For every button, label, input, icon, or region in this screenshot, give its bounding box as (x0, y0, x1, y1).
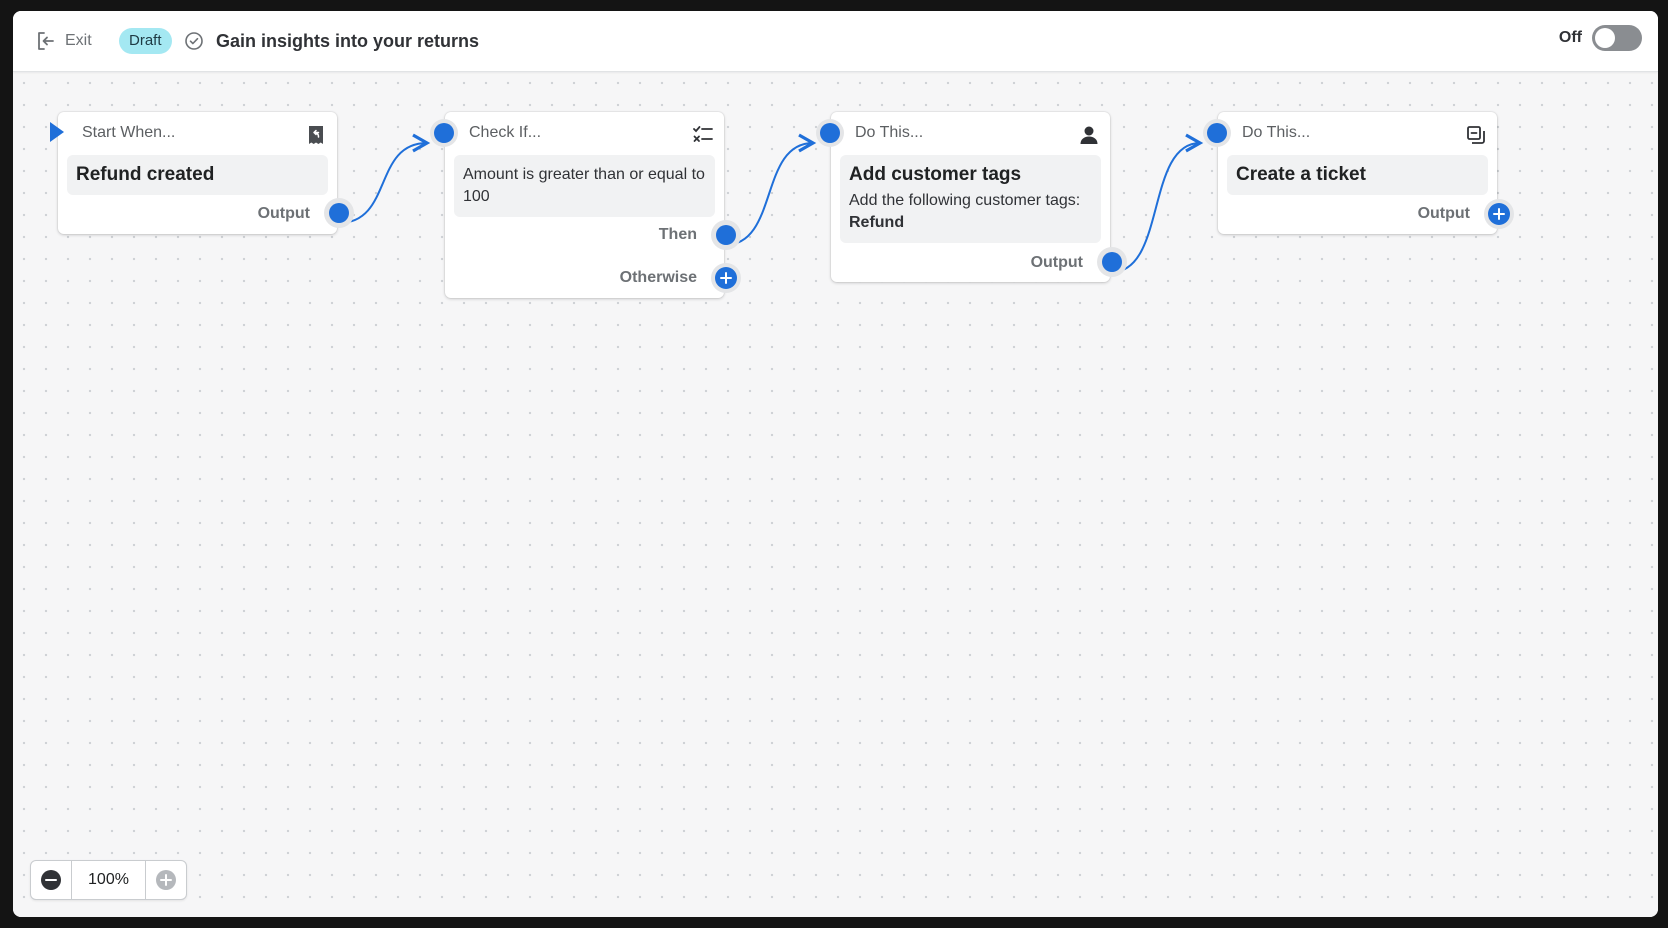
connector-3-4 (1111, 133, 1204, 273)
action-description: Add the following customer tags: (849, 192, 1081, 209)
exit-icon (38, 32, 54, 50)
check-circle-icon (185, 32, 203, 50)
person-icon (1080, 126, 1098, 144)
plus-icon (720, 272, 732, 284)
output-label: Output (1417, 205, 1470, 222)
input-port[interactable] (1207, 123, 1227, 143)
connector-2-3 (724, 133, 817, 246)
node-heading: Do This... (855, 124, 924, 141)
trigger-node[interactable]: Start When... Refund created Output (50, 112, 349, 234)
output-port[interactable] (1102, 252, 1122, 272)
output-label: Output (1030, 254, 1083, 271)
node-heading: Start When... (82, 124, 176, 141)
minus-circle-icon (41, 870, 61, 890)
condition-node[interactable]: Check If... Amount is greater than or eq… (434, 112, 737, 298)
action-node[interactable]: Do This... Add customer tags Add the fol… (820, 112, 1122, 282)
node-body: Create a ticket (1227, 155, 1488, 195)
input-port[interactable] (434, 123, 454, 143)
node-body: Add customer tags Add the following cust… (840, 155, 1101, 243)
exit-label: Exit (65, 32, 92, 49)
connector-1-2 (338, 133, 431, 224)
exit-button[interactable]: Exit (35, 27, 92, 55)
toggle-knob (1595, 28, 1615, 48)
workflow-toggle[interactable] (1592, 25, 1642, 51)
status-badge: Draft (119, 28, 172, 54)
toggle-label: Off (1558, 29, 1582, 46)
input-port[interactable] (820, 123, 840, 143)
output-label: Output (257, 205, 310, 222)
zoom-controls: 100% (30, 860, 187, 900)
node-heading: Check If... (469, 124, 542, 141)
start-marker (50, 122, 64, 142)
node-title: Refund created (76, 164, 215, 185)
node-body: Refund created (67, 155, 328, 195)
workflow-canvas[interactable]: Start When... Refund created Output Chec… (13, 72, 1658, 917)
zoom-in-button[interactable] (146, 861, 186, 899)
node-title: Create a ticket (1236, 164, 1366, 185)
plus-circle-icon (156, 870, 176, 890)
add-step-button[interactable] (1488, 203, 1510, 225)
condition-text: Amount is greater than or equal to 100 (463, 166, 705, 205)
page-title: Gain insights into your returns (216, 31, 480, 51)
refund-receipt-icon (309, 126, 323, 144)
then-port[interactable] (716, 225, 736, 245)
action-node[interactable]: Do This... Create a ticket Output (1207, 112, 1510, 234)
output-port[interactable] (329, 203, 349, 223)
node-title: Add customer tags (849, 164, 1022, 185)
otherwise-label: Otherwise (619, 269, 697, 286)
zoom-out-button[interactable] (31, 861, 71, 899)
duplicate-icon (1467, 126, 1485, 144)
workflow-editor: Exit Draft Gain insights into your retur… (13, 11, 1658, 917)
add-step-button[interactable] (715, 267, 737, 289)
node-heading: Do This... (1242, 124, 1311, 141)
node-body: Amount is greater than or equal to 100 (454, 155, 715, 217)
workflow-toggle-group: Off (1559, 25, 1642, 51)
zoom-level: 100% (71, 861, 146, 899)
plus-icon (1493, 208, 1505, 220)
then-label: Then (658, 226, 697, 243)
editor-header: Exit Draft Gain insights into your retur… (13, 11, 1658, 72)
checklist-icon (693, 126, 713, 142)
tag-value: Refund (849, 214, 905, 231)
